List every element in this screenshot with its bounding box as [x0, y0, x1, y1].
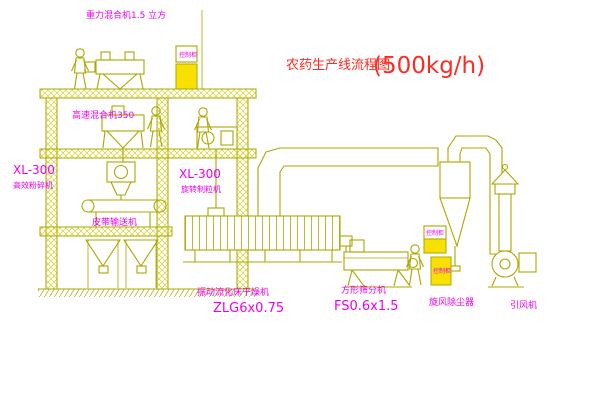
belt-conveyor: [81, 199, 167, 227]
cabinet-right-bottom-label: 控制柜: [433, 267, 451, 275]
label-dryer-model: ZLG6x0.75: [213, 301, 284, 316]
column-left: [45, 97, 58, 290]
building-structure: [38, 10, 257, 297]
label-belt-conveyor: 皮带输送机: [92, 216, 137, 228]
label-cyclone: 旋风除尘器: [429, 296, 474, 308]
label-sieve-name: 方形筛分机: [341, 284, 386, 296]
cabinet-right-top-label: 控制柜: [426, 229, 444, 237]
diagram-title: 农药生产线流程图: [286, 58, 390, 73]
label-mill-name: 高效粉碎机: [13, 180, 53, 190]
diagram-title-capacity: (500kg/h): [373, 53, 485, 79]
label-sieve-model: FS0.6x1.5: [334, 299, 399, 314]
label-high-speed-mixer: 高速混合机350: [72, 109, 134, 121]
label-granulator-name: 旋转制粒机: [181, 184, 221, 194]
control-cabinet-right-bottom: 控制柜: [430, 256, 452, 286]
control-cabinet-right-top: 控制柜: [423, 225, 447, 254]
label-dryer-name: 振动流化床干燥机: [197, 286, 269, 298]
fluid-bed-dryer: [183, 215, 353, 263]
vibrating-square-sieve: [343, 239, 419, 288]
induced-draft-fan: [488, 250, 537, 288]
ground-hatch: [38, 289, 256, 297]
label-fan: 引风机: [510, 299, 537, 311]
gravity-mixer: [84, 51, 145, 90]
beam-second-floor: [39, 148, 257, 159]
beam-lower-floor: [39, 226, 173, 237]
cyclone-separator: [439, 161, 471, 272]
storage-hoppers: [84, 239, 160, 288]
label-gravity-mixer: 重力混合机1.5 立方: [86, 9, 166, 21]
column-middle: [156, 97, 169, 290]
cabinet-left-body: [175, 63, 198, 90]
pulverizer-mill: [106, 161, 136, 200]
label-mill-model: XL-300: [13, 163, 55, 177]
control-cabinet-left: 控制柜: [175, 45, 198, 90]
beam-top-floor: [39, 88, 257, 99]
exhaust-duct-dryer-to-cyclone: [257, 147, 439, 217]
cabinet-right-top-body: [423, 238, 447, 254]
column-right: [236, 97, 249, 290]
cabinet-left-label: 控制柜: [179, 51, 197, 59]
high-speed-mixer: [101, 105, 145, 162]
label-granulator-model: XL-300: [179, 167, 221, 181]
exhaust-stack: [490, 163, 520, 252]
operator-figure-top-floor: [70, 48, 90, 90]
